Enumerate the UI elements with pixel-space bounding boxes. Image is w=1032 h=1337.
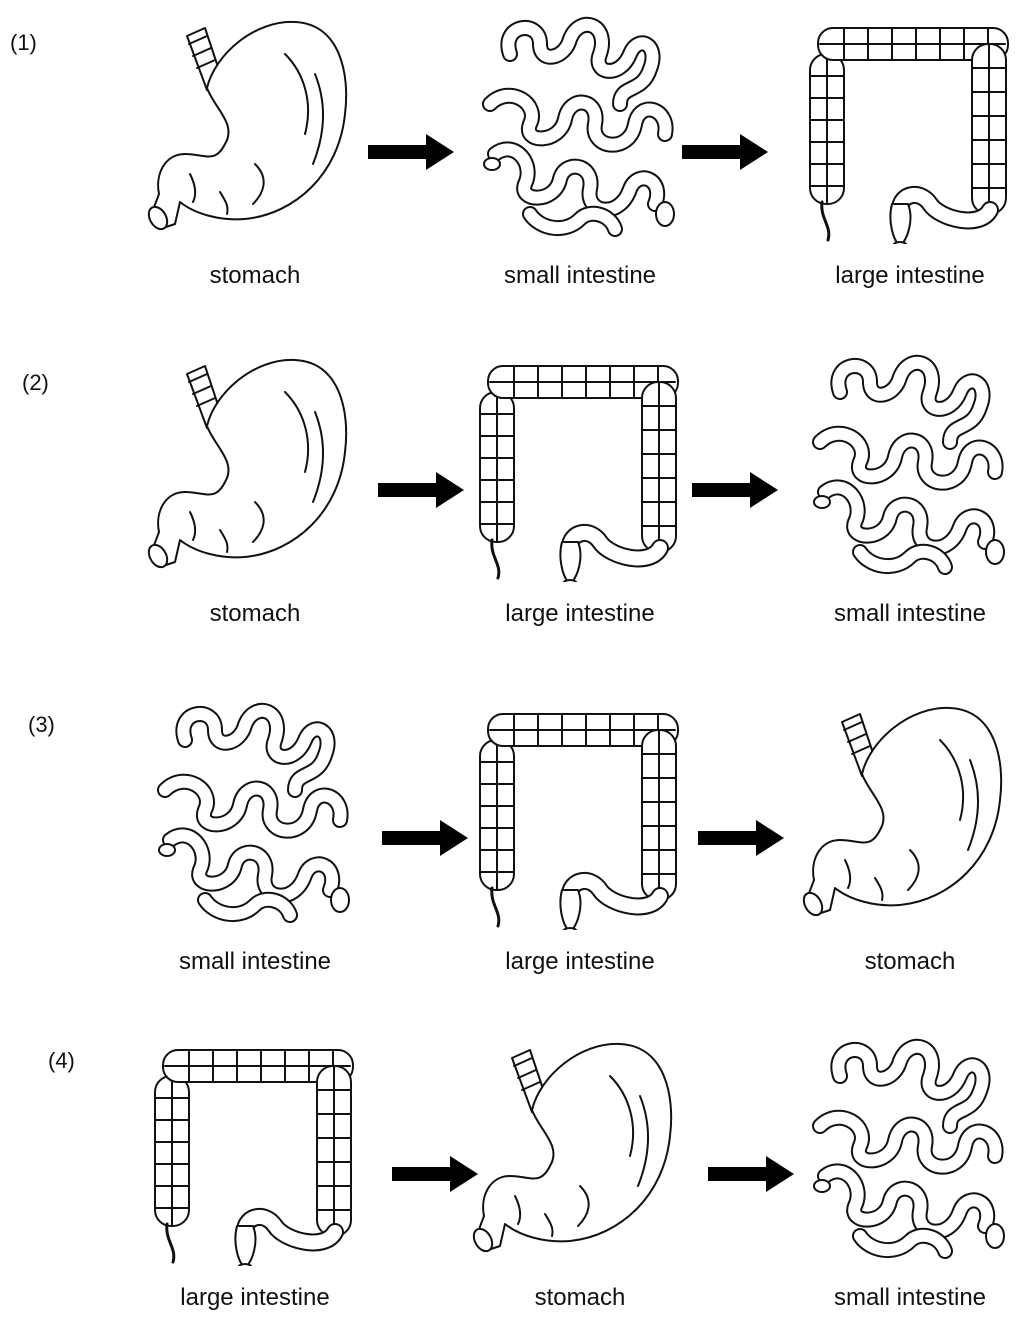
right-arrow-icon — [368, 134, 454, 170]
large-intestine-figure: large intestine — [470, 352, 690, 652]
right-arrow-icon — [692, 472, 778, 508]
large-intestine-figure: large intestine — [800, 14, 1020, 314]
large-intestine-illustration — [800, 14, 1020, 244]
stomach-figure: stomach — [145, 352, 365, 652]
small-intestine-figure: small intestine — [470, 14, 690, 314]
stomach-figure: stomach — [470, 1036, 690, 1336]
small-intestine-illustration — [800, 352, 1020, 582]
organ-label: large intestine — [760, 262, 1032, 290]
organ-label: small intestine — [760, 1284, 1032, 1312]
large-intestine-illustration — [145, 1036, 365, 1266]
small-intestine-illustration — [470, 14, 690, 244]
stomach-illustration — [145, 352, 365, 582]
large-intestine-illustration — [470, 700, 690, 930]
option-number: (4) — [48, 1048, 75, 1074]
small-intestine-illustration — [145, 700, 365, 930]
organ-label: stomach — [105, 262, 405, 290]
organ-label: large intestine — [105, 1284, 405, 1312]
stomach-illustration — [145, 14, 365, 244]
stomach-figure: stomach — [800, 700, 1020, 1000]
organ-label: small intestine — [430, 262, 730, 290]
organ-label: small intestine — [760, 600, 1032, 628]
right-arrow-icon — [382, 820, 468, 856]
organ-label: stomach — [430, 1284, 730, 1312]
right-arrow-icon — [698, 820, 784, 856]
large-intestine-figure: large intestine — [470, 700, 690, 1000]
option-number: (2) — [22, 370, 49, 396]
option-number: (3) — [28, 712, 55, 738]
organ-label: large intestine — [430, 600, 730, 628]
small-intestine-illustration — [800, 1036, 1020, 1266]
organ-label: stomach — [760, 948, 1032, 976]
organ-label: stomach — [105, 600, 405, 628]
stomach-illustration — [470, 1036, 690, 1266]
large-intestine-illustration — [470, 352, 690, 582]
small-intestine-figure: small intestine — [145, 700, 365, 1000]
right-arrow-icon — [392, 1156, 478, 1192]
small-intestine-figure: small intestine — [800, 1036, 1020, 1336]
stomach-figure: stomach — [145, 14, 365, 314]
organ-label: large intestine — [430, 948, 730, 976]
small-intestine-figure: small intestine — [800, 352, 1020, 652]
right-arrow-icon — [708, 1156, 794, 1192]
option-number: (1) — [10, 30, 37, 56]
right-arrow-icon — [682, 134, 768, 170]
right-arrow-icon — [378, 472, 464, 508]
stomach-illustration — [800, 700, 1020, 930]
large-intestine-figure: large intestine — [145, 1036, 365, 1336]
organ-label: small intestine — [105, 948, 405, 976]
